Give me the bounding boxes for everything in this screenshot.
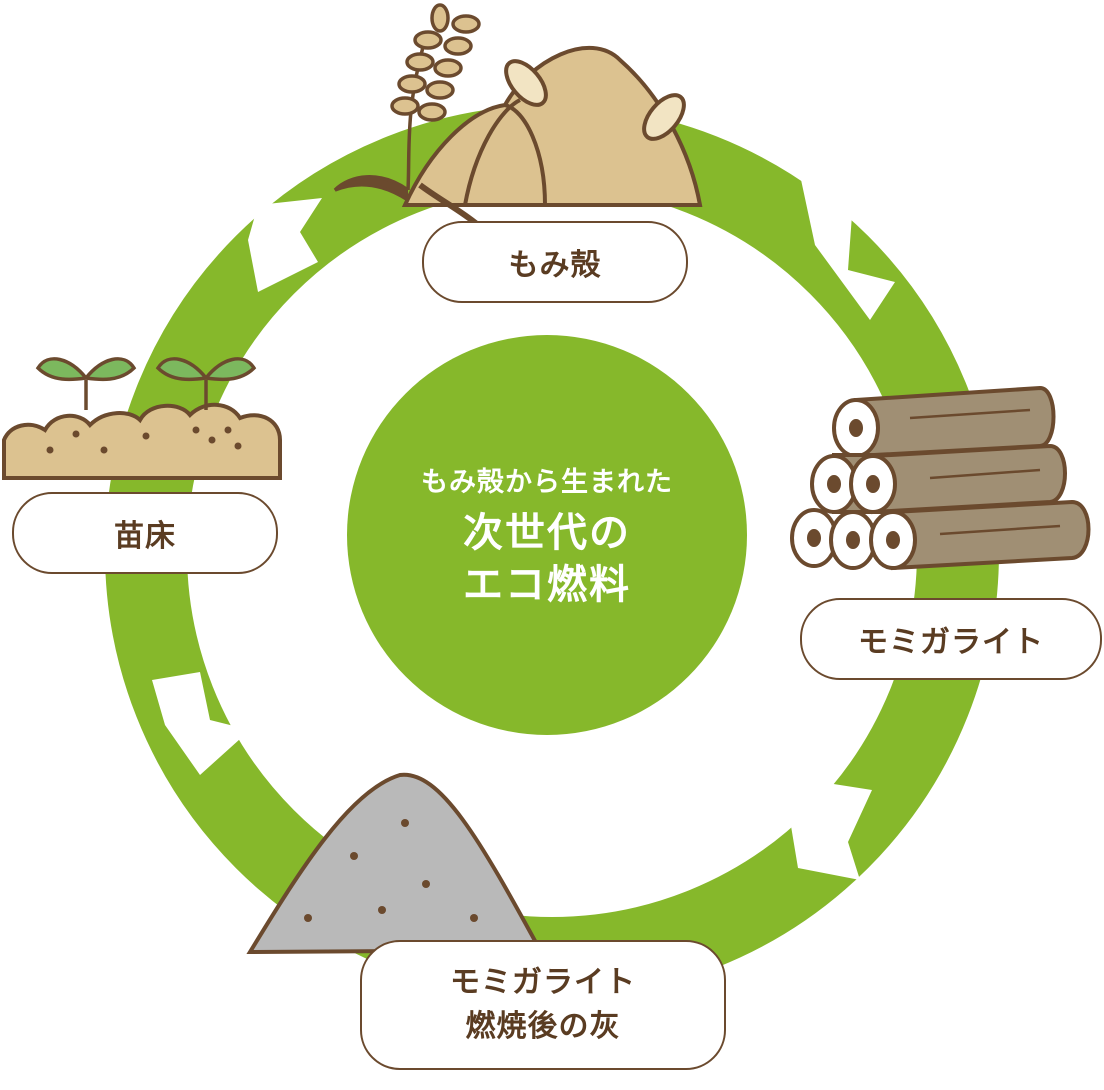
rice-stalk-icon — [333, 3, 481, 228]
center-disc — [347, 335, 747, 735]
log-bottom-3 — [869, 499, 1091, 571]
stage-label-husk: もみ殻 — [422, 221, 688, 303]
stage-label-ash-line2: 燃焼後の灰 — [465, 1009, 621, 1044]
center-title-line1: 次世代の — [463, 509, 631, 556]
center-subtitle: もみ殻から生まれた — [421, 466, 673, 498]
arrow-gap-bottom-left — [152, 672, 250, 775]
log-bottom-2 — [829, 510, 877, 570]
arrow-gap-top-right — [800, 175, 895, 320]
seedling-bed-icon — [2, 357, 282, 480]
stage-label-ash: モミガライト 燃焼後の灰 — [360, 940, 726, 1070]
arrow-gap-top-left — [248, 198, 322, 292]
center-text: もみ殻から生まれた 次世代の エコ燃料 — [347, 335, 747, 735]
log-middle — [849, 443, 1067, 515]
ash-pile-icon — [246, 772, 544, 955]
stage-label-ash-line1: モミガライト — [450, 965, 636, 1000]
stage-label-fuel: モミガライト — [800, 598, 1102, 680]
arrow-gap-bottom-right — [790, 780, 872, 880]
husk-pile-icon — [401, 46, 703, 207]
log-stack-icon — [790, 385, 1091, 571]
cycle-arrow-gaps — [152, 175, 895, 880]
center-title-line2: エコ燃料 — [463, 561, 631, 608]
stage-label-seedbed: 苗床 — [12, 492, 278, 574]
